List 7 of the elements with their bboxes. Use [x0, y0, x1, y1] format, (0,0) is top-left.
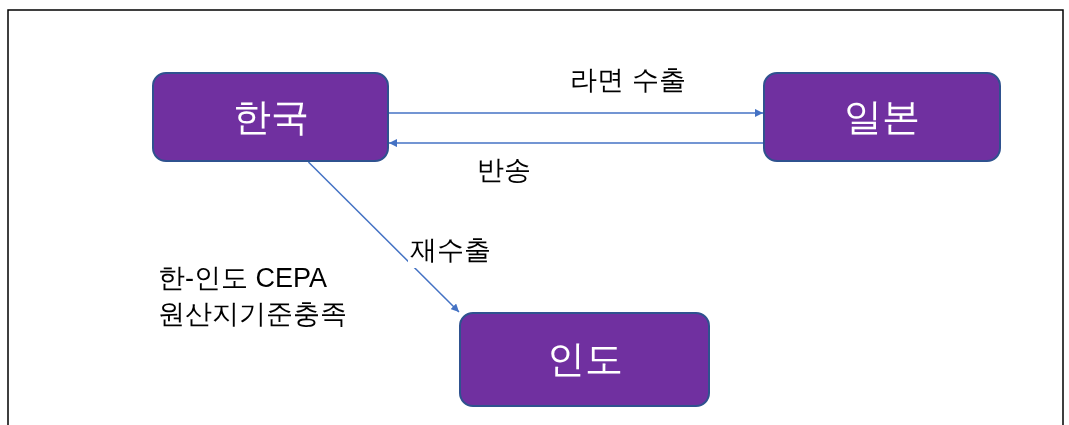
- note-text: 한-인도 CEPA 원산지기준충족: [158, 262, 348, 331]
- country-box: 한국: [152, 72, 389, 162]
- arrow: [307, 161, 460, 313]
- country-box: 일본: [763, 72, 1001, 162]
- arrow: [388, 139, 764, 148]
- arrow: [388, 108, 764, 117]
- country-box: 인도: [459, 312, 710, 407]
